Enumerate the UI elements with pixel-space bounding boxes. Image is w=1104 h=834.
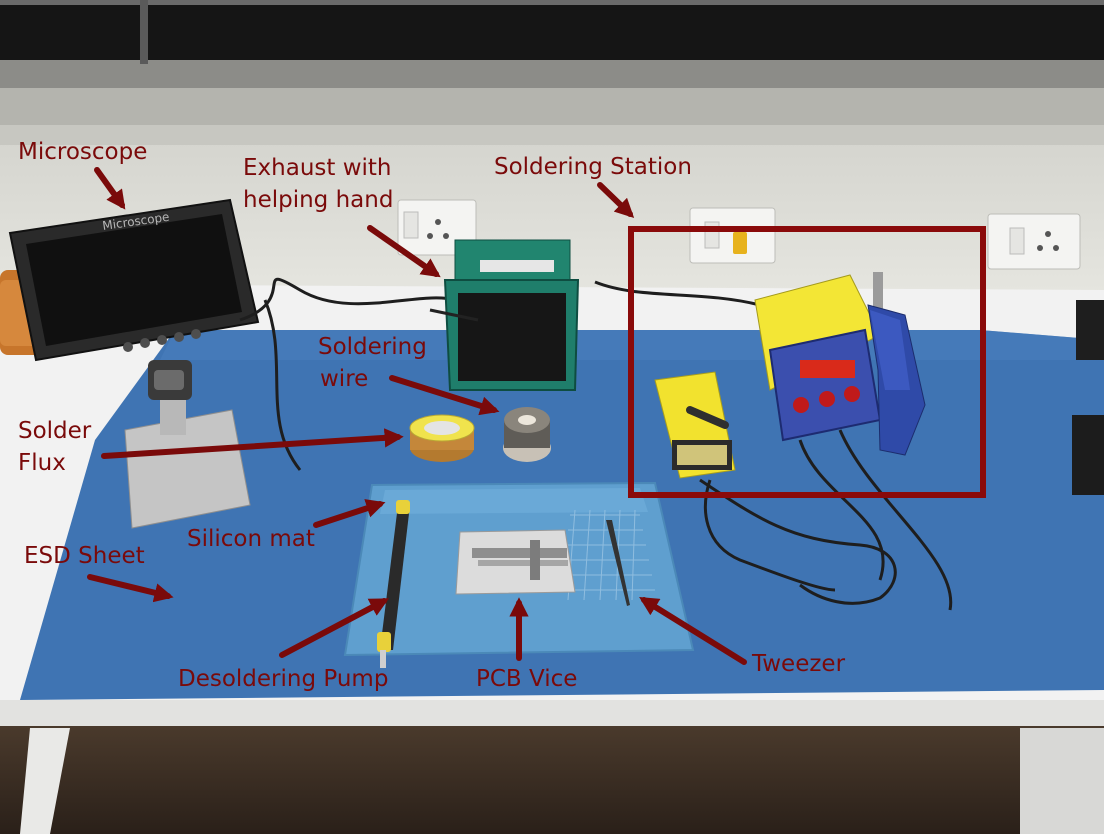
arrow-esd-sheet: [87, 574, 174, 603]
soldering-station-highlight-box: [628, 226, 986, 498]
device-edge: [1076, 300, 1104, 360]
label-soldering-station: Soldering Station: [494, 154, 692, 180]
arrow-silicon-mat: [313, 499, 386, 528]
exhaust-fan: [429, 239, 580, 391]
keyboard-edge: [1072, 415, 1104, 495]
label-pcb-vice: PCB Vice: [476, 666, 578, 692]
label-exhaust-line2: helping hand: [243, 187, 394, 213]
label-tweezer: Tweezer: [752, 651, 846, 677]
label-soldering-wire-line2: wire: [320, 366, 369, 392]
label-solder-flux-line1: Solder: [18, 418, 92, 444]
solder-flux-tin: [409, 414, 475, 462]
arrow-exhaust: [367, 225, 441, 278]
wall-socket-right: [987, 213, 1081, 270]
label-soldering-wire-line1: Soldering: [318, 334, 427, 360]
arrow-desoldering-pump: [279, 598, 390, 658]
tweezer: [606, 520, 630, 606]
arrow-tweezer: [639, 596, 747, 665]
label-esd-sheet: ESD Sheet: [24, 543, 145, 569]
arrow-soldering-station: [597, 182, 635, 219]
arrow-soldering-wire: [389, 375, 500, 416]
microscope: Microscope: [8, 198, 260, 529]
soldering-iron-stand: [654, 371, 736, 479]
hot-air-gun: [867, 272, 926, 456]
soldering-station-unit: [754, 274, 882, 442]
label-microscope: Microscope: [18, 139, 148, 165]
label-silicon-mat: Silicon mat: [187, 526, 315, 552]
pcb-vice: [455, 529, 576, 595]
label-exhaust-line1: Exhaust with: [243, 155, 392, 181]
wall-socket-middle: [689, 207, 776, 264]
label-solder-flux-line2: Flux: [18, 450, 66, 476]
arrow-microscope: [94, 167, 126, 210]
cables: [239, 277, 953, 611]
arrow-solder-flux: [101, 428, 404, 459]
solder-wire-spool: [503, 407, 551, 462]
label-desoldering-pump: Desoldering Pump: [178, 666, 389, 692]
